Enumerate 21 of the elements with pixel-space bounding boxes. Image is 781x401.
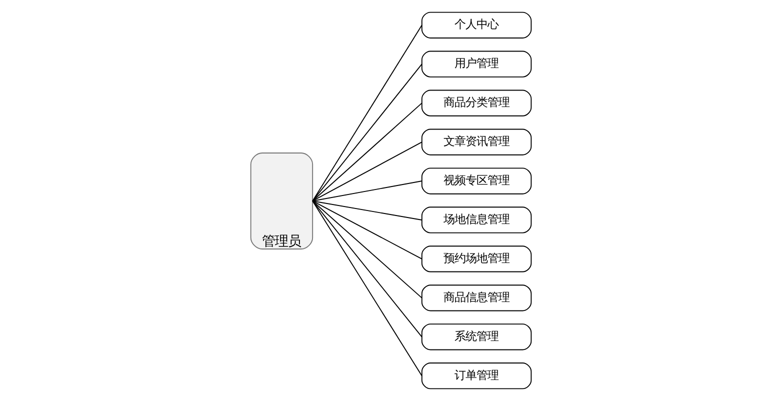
node-box: 预约场地管理 (420, 246, 532, 272)
node-box: 文章资讯管理 (420, 128, 532, 156)
node-box: 商品分类管理 (420, 90, 532, 116)
connector (312, 180, 422, 202)
node-box: 场地信息管理 (420, 206, 532, 234)
node-box: 个人中心 (420, 12, 532, 38)
node-box: 商品信息管理 (420, 284, 532, 312)
connector (312, 200, 422, 220)
connector (312, 200, 422, 260)
connector (312, 24, 422, 202)
node-box: 管理员 (250, 152, 313, 250)
node-box: 用户管理 (420, 50, 532, 78)
connector (312, 200, 422, 298)
connector (312, 142, 422, 202)
connector (312, 200, 422, 376)
connector (312, 102, 422, 202)
node-box: 系统管理 (420, 324, 532, 350)
node-box: 视频专区管理 (420, 168, 532, 194)
node-box: 订单管理 (420, 362, 532, 390)
connector (312, 64, 422, 202)
connector (312, 200, 422, 338)
